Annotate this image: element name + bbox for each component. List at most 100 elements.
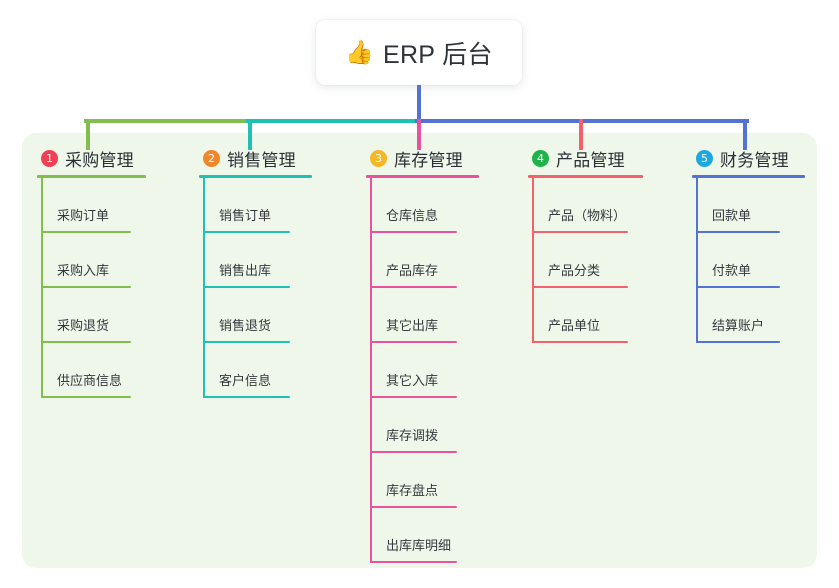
leaf-underline bbox=[697, 341, 780, 343]
leaf-underline bbox=[204, 341, 290, 343]
branch-header-1[interactable]: 1 采购管理 bbox=[37, 146, 146, 170]
leaf-underline bbox=[42, 286, 131, 288]
leaf-underline bbox=[697, 286, 780, 288]
branch-children-3: 仓库信息产品库存其它出库其它入库库存调拨库存盘点出库库明细 bbox=[366, 178, 479, 563]
leaf-underline bbox=[533, 286, 628, 288]
branch-number-badge: 1 bbox=[41, 149, 58, 167]
leaf-label: 结算账户 bbox=[712, 318, 765, 333]
leaf-node[interactable]: 采购入库 bbox=[37, 233, 146, 288]
leaf-node[interactable]: 其它入库 bbox=[366, 343, 479, 398]
branch-title: 产品管理 bbox=[556, 150, 625, 170]
leaf-label: 库存盘点 bbox=[386, 483, 439, 498]
leaf-label: 产品库存 bbox=[386, 263, 439, 278]
branch-title: 财务管理 bbox=[720, 150, 789, 170]
branch-children-2: 销售订单销售出库销售退货客户信息 bbox=[199, 178, 312, 398]
leaf-node[interactable]: 销售出库 bbox=[199, 233, 312, 288]
leaf-node[interactable]: 产品分类 bbox=[528, 233, 643, 288]
leaf-underline bbox=[204, 231, 290, 233]
leaf-label: 销售出库 bbox=[219, 263, 272, 278]
leaf-label: 销售退货 bbox=[219, 318, 272, 333]
leaf-underline bbox=[697, 231, 780, 233]
leaf-label: 仓库信息 bbox=[386, 208, 439, 223]
branch-spine bbox=[203, 178, 205, 398]
leaf-underline bbox=[533, 341, 628, 343]
branch-spine bbox=[532, 178, 534, 343]
branch-number-badge: 5 bbox=[696, 149, 713, 167]
branch-spine bbox=[370, 178, 372, 563]
leaf-node[interactable]: 采购订单 bbox=[37, 178, 146, 233]
leaf-underline bbox=[371, 231, 457, 233]
branch-number-badge: 3 bbox=[370, 149, 387, 167]
branch-title: 库存管理 bbox=[394, 150, 463, 170]
root-node[interactable]: 👍 ERP 后台 bbox=[316, 20, 522, 85]
leaf-underline bbox=[371, 396, 457, 398]
leaf-label: 出库库明细 bbox=[386, 538, 452, 553]
leaf-label: 产品（物料） bbox=[548, 208, 627, 223]
leaf-label: 付款单 bbox=[712, 263, 752, 278]
branch-header-3[interactable]: 3 库存管理 bbox=[366, 146, 479, 170]
leaf-label: 回款单 bbox=[712, 208, 752, 223]
leaf-underline bbox=[371, 506, 457, 508]
branch-underline bbox=[366, 175, 479, 178]
leaf-label: 采购订单 bbox=[57, 208, 110, 223]
leaf-underline bbox=[42, 231, 131, 233]
branch-column-1: 1 采购管理采购订单采购入库采购退货供应商信息 bbox=[37, 146, 146, 398]
branch-header-2[interactable]: 2 销售管理 bbox=[199, 146, 312, 170]
leaf-label: 客户信息 bbox=[219, 373, 272, 388]
leaf-node[interactable]: 结算账户 bbox=[692, 288, 805, 343]
leaf-node[interactable]: 付款单 bbox=[692, 233, 805, 288]
leaf-node[interactable]: 客户信息 bbox=[199, 343, 312, 398]
leaf-label: 其它入库 bbox=[386, 373, 439, 388]
leaf-underline bbox=[371, 341, 457, 343]
branch-children-4: 产品（物料） 产品分类产品单位 bbox=[528, 178, 643, 343]
leaf-label: 采购退货 bbox=[57, 318, 110, 333]
leaf-node[interactable]: 其它出库 bbox=[366, 288, 479, 343]
branch-title: 采购管理 bbox=[65, 150, 134, 170]
leaf-label: 产品分类 bbox=[548, 263, 601, 278]
leaf-node[interactable]: 采购退货 bbox=[37, 288, 146, 343]
leaf-underline bbox=[42, 396, 131, 398]
leaf-node[interactable]: 产品单位 bbox=[528, 288, 643, 343]
thumbs-up-emoji: 👍 bbox=[345, 39, 374, 65]
leaf-underline bbox=[371, 451, 457, 453]
leaf-node[interactable]: 销售退货 bbox=[199, 288, 312, 343]
branch-spine bbox=[41, 178, 43, 398]
branch-column-5: 5 财务管理回款单付款单结算账户 bbox=[692, 146, 805, 343]
branch-header-4[interactable]: 4 产品管理 bbox=[528, 146, 643, 170]
branch-column-2: 2 销售管理销售订单销售出库销售退货客户信息 bbox=[199, 146, 312, 398]
leaf-label: 产品单位 bbox=[548, 318, 601, 333]
leaf-label: 其它出库 bbox=[386, 318, 439, 333]
leaf-node[interactable]: 回款单 bbox=[692, 178, 805, 233]
root-title: ERP 后台 bbox=[382, 40, 493, 69]
branch-spine bbox=[696, 178, 698, 343]
branch-underline bbox=[199, 175, 312, 178]
branch-underline bbox=[528, 175, 643, 178]
branch-underline bbox=[692, 175, 805, 178]
leaf-node[interactable]: 出库库明细 bbox=[366, 508, 479, 563]
leaf-label: 库存调拨 bbox=[386, 428, 439, 443]
branch-number-badge: 4 bbox=[532, 149, 549, 167]
branch-children-5: 回款单付款单结算账户 bbox=[692, 178, 805, 343]
leaf-label: 销售订单 bbox=[219, 208, 272, 223]
branches-panel bbox=[22, 133, 817, 568]
leaf-underline bbox=[371, 561, 457, 563]
branch-header-5[interactable]: 5 财务管理 bbox=[692, 146, 805, 170]
leaf-node[interactable]: 供应商信息 bbox=[37, 343, 146, 398]
branch-children-1: 采购订单采购入库采购退货供应商信息 bbox=[37, 178, 146, 398]
leaf-label: 供应商信息 bbox=[57, 373, 123, 388]
leaf-label: 采购入库 bbox=[57, 263, 110, 278]
leaf-underline bbox=[42, 341, 131, 343]
branch-number-badge: 2 bbox=[203, 149, 220, 167]
leaf-node[interactable]: 仓库信息 bbox=[366, 178, 479, 233]
leaf-underline bbox=[204, 286, 290, 288]
leaf-node[interactable]: 库存盘点 bbox=[366, 453, 479, 508]
leaf-node[interactable]: 产品（物料） bbox=[528, 178, 643, 233]
leaf-node[interactable]: 产品库存 bbox=[366, 233, 479, 288]
leaf-underline bbox=[204, 396, 290, 398]
branch-title: 销售管理 bbox=[227, 150, 296, 170]
leaf-node[interactable]: 销售订单 bbox=[199, 178, 312, 233]
branch-underline bbox=[37, 175, 146, 178]
leaf-node[interactable]: 库存调拨 bbox=[366, 398, 479, 453]
